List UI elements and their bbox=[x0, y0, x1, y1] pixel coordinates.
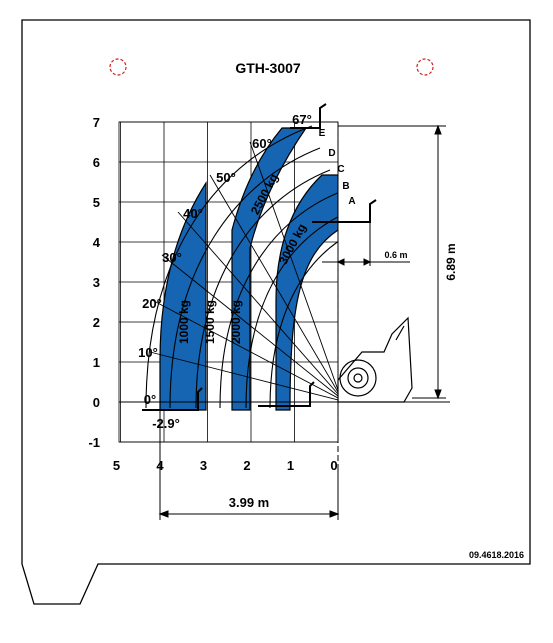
load-zone-label: 1500 kg bbox=[203, 300, 217, 344]
reach-dimension bbox=[158, 410, 340, 520]
load-zones bbox=[159, 127, 338, 411]
extension-label: E bbox=[319, 128, 326, 139]
x-tick-label: 3 bbox=[200, 458, 207, 473]
fork-max-height bbox=[290, 103, 327, 129]
y-tick-label: 7 bbox=[93, 115, 100, 130]
angle-label: -2.9° bbox=[152, 416, 180, 431]
y-tick-label: 3 bbox=[93, 275, 100, 290]
extension-label: A bbox=[348, 196, 355, 207]
offset-label: 0.6 m bbox=[384, 250, 407, 260]
angle-label: 50° bbox=[216, 170, 236, 185]
mount-hole-left bbox=[109, 58, 127, 76]
extension-label: C bbox=[337, 164, 344, 175]
angle-label: 10° bbox=[138, 345, 158, 360]
load-zone-label: 1000 kg bbox=[177, 300, 191, 344]
extension-arcs bbox=[145, 125, 338, 409]
zone-3000kg bbox=[275, 174, 338, 411]
mount-hole-right bbox=[416, 58, 434, 76]
load-zone-label: 2000 kg bbox=[229, 300, 243, 344]
extension-label: B bbox=[342, 181, 349, 192]
angle-label: 30° bbox=[162, 250, 182, 265]
y-tick-label: 5 bbox=[93, 195, 100, 210]
x-tick-labels: 5 4 3 2 1 0 bbox=[113, 458, 338, 473]
x-tick-label: 4 bbox=[156, 458, 164, 473]
y-tick-labels: 7 6 5 4 3 2 1 0 -1 bbox=[88, 115, 100, 450]
y-tick-label: 0 bbox=[93, 395, 100, 410]
x-tick-label: 0 bbox=[330, 458, 337, 473]
document-frame bbox=[21, 19, 531, 605]
zone-1000kg bbox=[159, 180, 207, 411]
max-height-label: 6.89 m bbox=[444, 243, 458, 280]
x-tick-label: 1 bbox=[287, 458, 294, 473]
angle-label: 40° bbox=[183, 206, 203, 221]
boom-angle-rays bbox=[149, 141, 338, 403]
fork-low-right bbox=[258, 381, 315, 407]
angle-label: 60° bbox=[252, 136, 272, 151]
y-tick-label: 4 bbox=[93, 235, 101, 250]
angle-labels: 67° 60° 50° 40° 30° 20° 10° 0° -2.9° bbox=[138, 112, 312, 431]
chart-title: GTH-3007 bbox=[235, 60, 301, 76]
extension-label: D bbox=[328, 148, 335, 159]
plot-border bbox=[118, 121, 339, 443]
y-tick-label: -1 bbox=[88, 435, 100, 450]
offset-dimension bbox=[322, 222, 410, 266]
angle-label: 0° bbox=[144, 392, 156, 407]
y-tick-label: 6 bbox=[93, 155, 100, 170]
height-dimension bbox=[338, 124, 446, 400]
angle-label: 20° bbox=[142, 296, 162, 311]
document-code: 09.4618.2016 bbox=[469, 550, 524, 560]
y-tick-label: 1 bbox=[93, 355, 100, 370]
angle-label: 67° bbox=[292, 112, 312, 127]
fork-max-reach bbox=[312, 199, 377, 223]
x-tick-label: 5 bbox=[113, 458, 120, 473]
y-tick-label: 2 bbox=[93, 315, 100, 330]
max-reach-label: 3.99 m bbox=[229, 495, 269, 510]
fork-low-left bbox=[142, 387, 203, 411]
vehicle-silhouette bbox=[337, 316, 413, 403]
x-tick-label: 2 bbox=[243, 458, 250, 473]
